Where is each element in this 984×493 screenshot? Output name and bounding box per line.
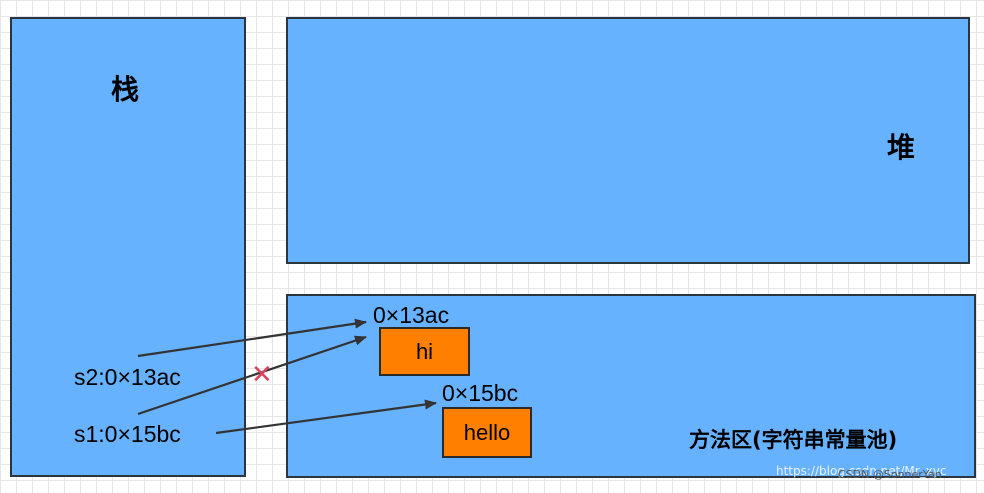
pool-address-hello: 0×15bc [442, 380, 519, 406]
watermark-url: https://blog.csdn.net/Mr_xyc [776, 464, 947, 478]
heap-title: 堆 [887, 131, 916, 164]
arrow-s2-to-13ac [137, 318, 367, 358]
pool-address-hi: 0×13ac [373, 302, 450, 328]
string-value-hello: hello [463, 419, 511, 445]
string-value-hi: hi [415, 338, 434, 364]
arrow-s1-to-hi-old [137, 335, 367, 416]
heap-region [286, 17, 970, 264]
string-box-hello: hello [442, 407, 532, 458]
stack-var-s1: s1:0×15bc [74, 421, 181, 447]
stack-title: 栈 [111, 73, 140, 106]
method-area-title: 方法区(字符串常量池) [689, 428, 898, 452]
method-area-region [286, 294, 976, 478]
string-box-hi: hi [379, 327, 470, 376]
broken-reference-cross-icon: ✕ [251, 360, 273, 390]
stack-region [10, 17, 246, 477]
stack-var-s2: s2:0×13ac [74, 364, 181, 390]
arrow-s1-to-15bc [215, 399, 437, 435]
watermark-csdn: CSDN @SonnerYan [838, 468, 942, 481]
